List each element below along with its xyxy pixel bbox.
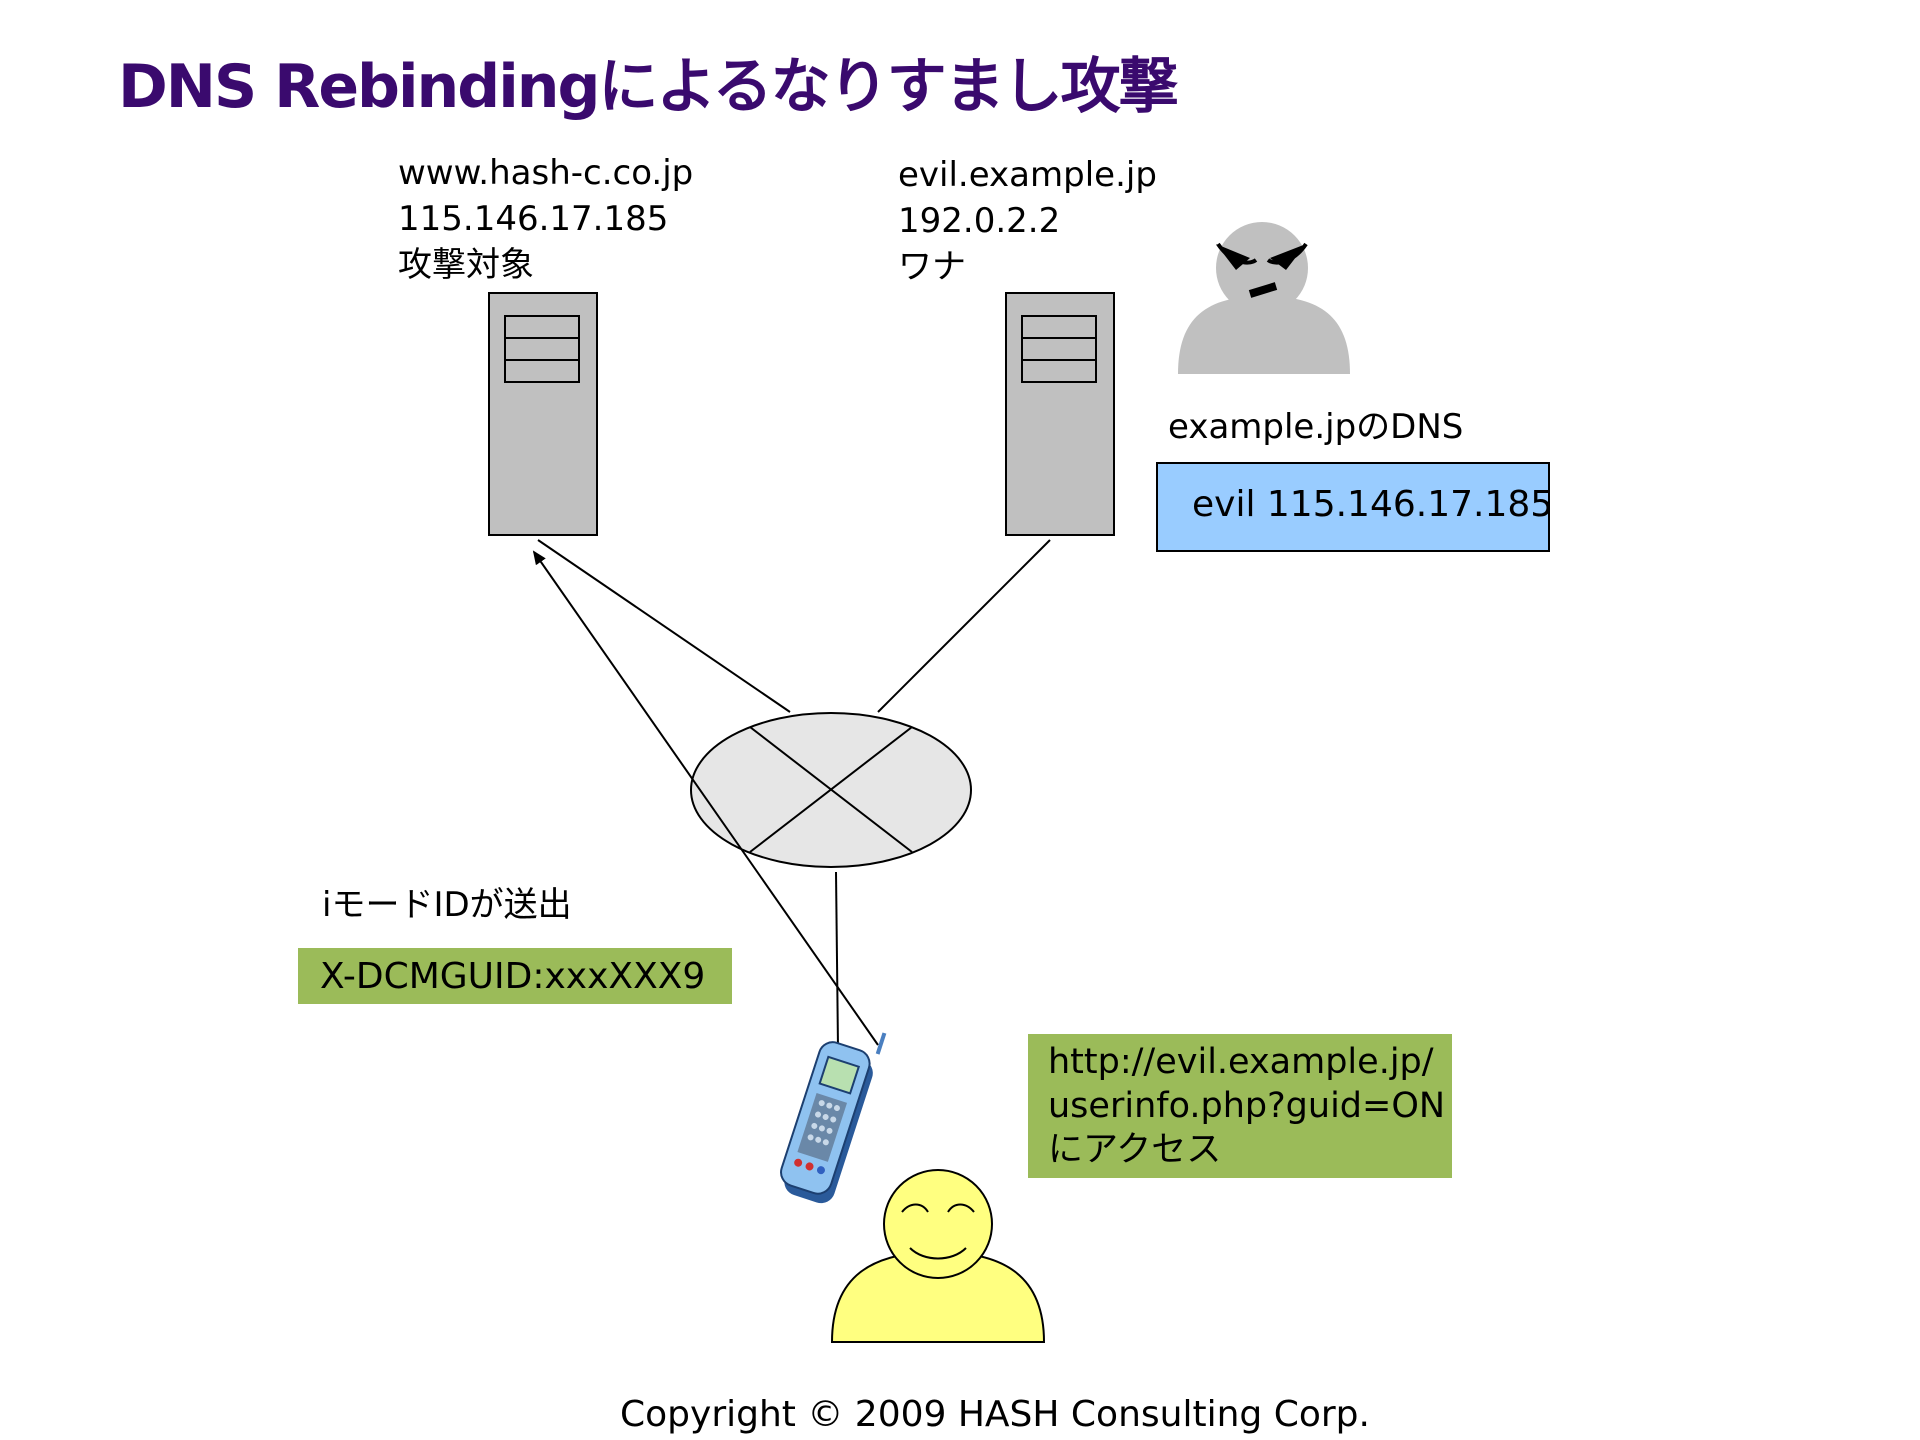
- target-server-ip: 115.146.17.185: [398, 199, 669, 239]
- access-url-box: http://evil.example.jp/ userinfo.php?gui…: [1028, 1034, 1452, 1178]
- server-icon: [1005, 292, 1115, 536]
- trap-server-ip: 192.0.2.2: [898, 201, 1061, 241]
- guid-header-box: X-DCMGUID:xxxXXX9: [298, 948, 732, 1004]
- page-title: DNS Rebindingによるなりすまし攻撃: [118, 52, 1179, 122]
- spoofed-request-arrow: [532, 550, 879, 1046]
- copyright-footer: Copyright © 2009 HASH Consulting Corp.: [620, 1394, 1370, 1435]
- link-target-to-hub: [537, 539, 791, 713]
- access-url-line3: にアクセス: [1048, 1130, 1222, 1170]
- target-server-label: www.hash-c.co.jp 115.146.17.185 攻撃対象: [398, 150, 693, 288]
- access-url-line1: http://evil.example.jp/: [1048, 1042, 1434, 1082]
- access-url-line2: userinfo.php?guid=ON: [1048, 1086, 1446, 1126]
- trap-server-label: evil.example.jp 192.0.2.2 ワナ: [898, 152, 1157, 290]
- server-icon: [488, 292, 598, 536]
- target-server-host: www.hash-c.co.jp: [398, 153, 694, 193]
- imode-label: iモードIDが送出: [322, 885, 572, 925]
- trap-server-role: ワナ: [898, 247, 966, 287]
- dns-record-box: evil 115.146.17.185: [1156, 462, 1553, 552]
- dns-label: example.jpのDNS: [1168, 407, 1464, 447]
- target-server-role: 攻撃対象: [398, 245, 534, 285]
- attacker-icon: [1178, 222, 1350, 374]
- user-icon: [830, 1169, 1046, 1343]
- trap-server-host: evil.example.jp: [898, 155, 1157, 195]
- link-hub-to-phone: [835, 871, 839, 1049]
- link-trap-to-hub: [877, 539, 1051, 713]
- mobile-phone-icon: [780, 1032, 887, 1204]
- network-hub-icon: [690, 712, 972, 868]
